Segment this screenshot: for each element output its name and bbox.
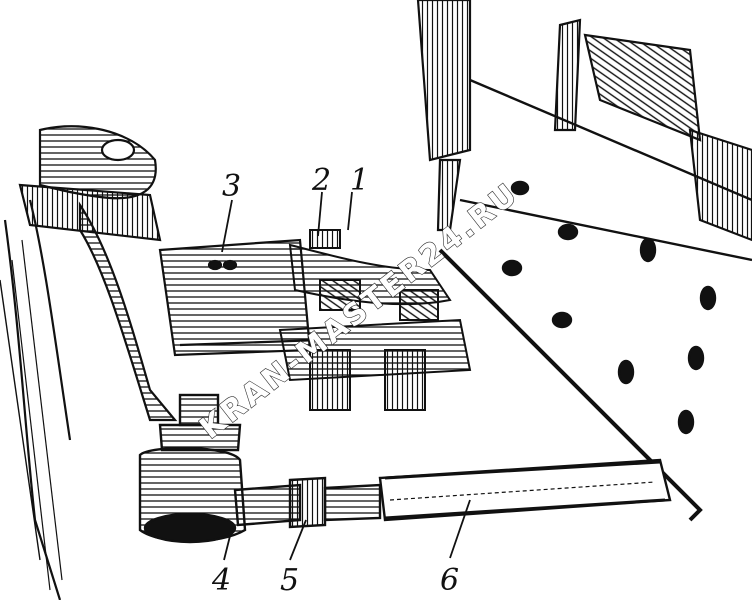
upper-post (416, 0, 752, 242)
ball-joint (138, 393, 247, 544)
callout-4: 4 (211, 563, 231, 598)
callout-2: 2 (311, 163, 331, 198)
callout-1: 1 (350, 163, 369, 198)
callout-5: 5 (280, 563, 299, 598)
mounting-plate (438, 78, 752, 522)
tie-rod (233, 458, 672, 529)
clamp-assembly (278, 229, 472, 411)
left-frame (0, 199, 72, 600)
leader-lines (221, 191, 471, 561)
callout-3: 3 (222, 169, 241, 204)
bracket-arm (18, 125, 178, 422)
callout-6: 6 (440, 563, 459, 598)
